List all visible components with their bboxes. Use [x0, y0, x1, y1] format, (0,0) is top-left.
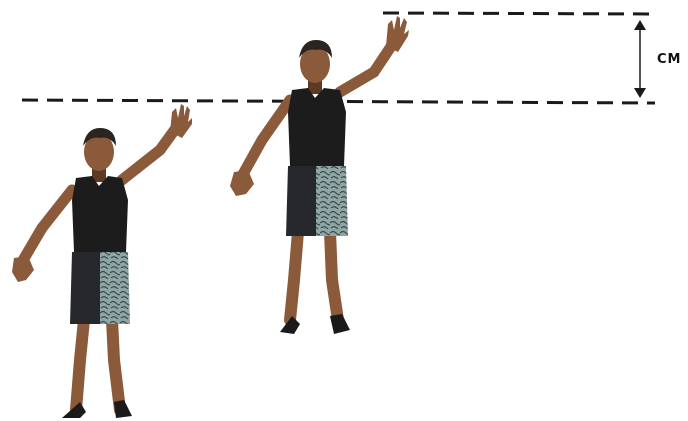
- jump-reach-line: [383, 13, 655, 14]
- measurement-label: CM: [657, 52, 681, 67]
- standing-reach-figure: [12, 104, 192, 418]
- jump-reach-figure: [230, 16, 409, 334]
- measurement-arrow: [634, 20, 646, 98]
